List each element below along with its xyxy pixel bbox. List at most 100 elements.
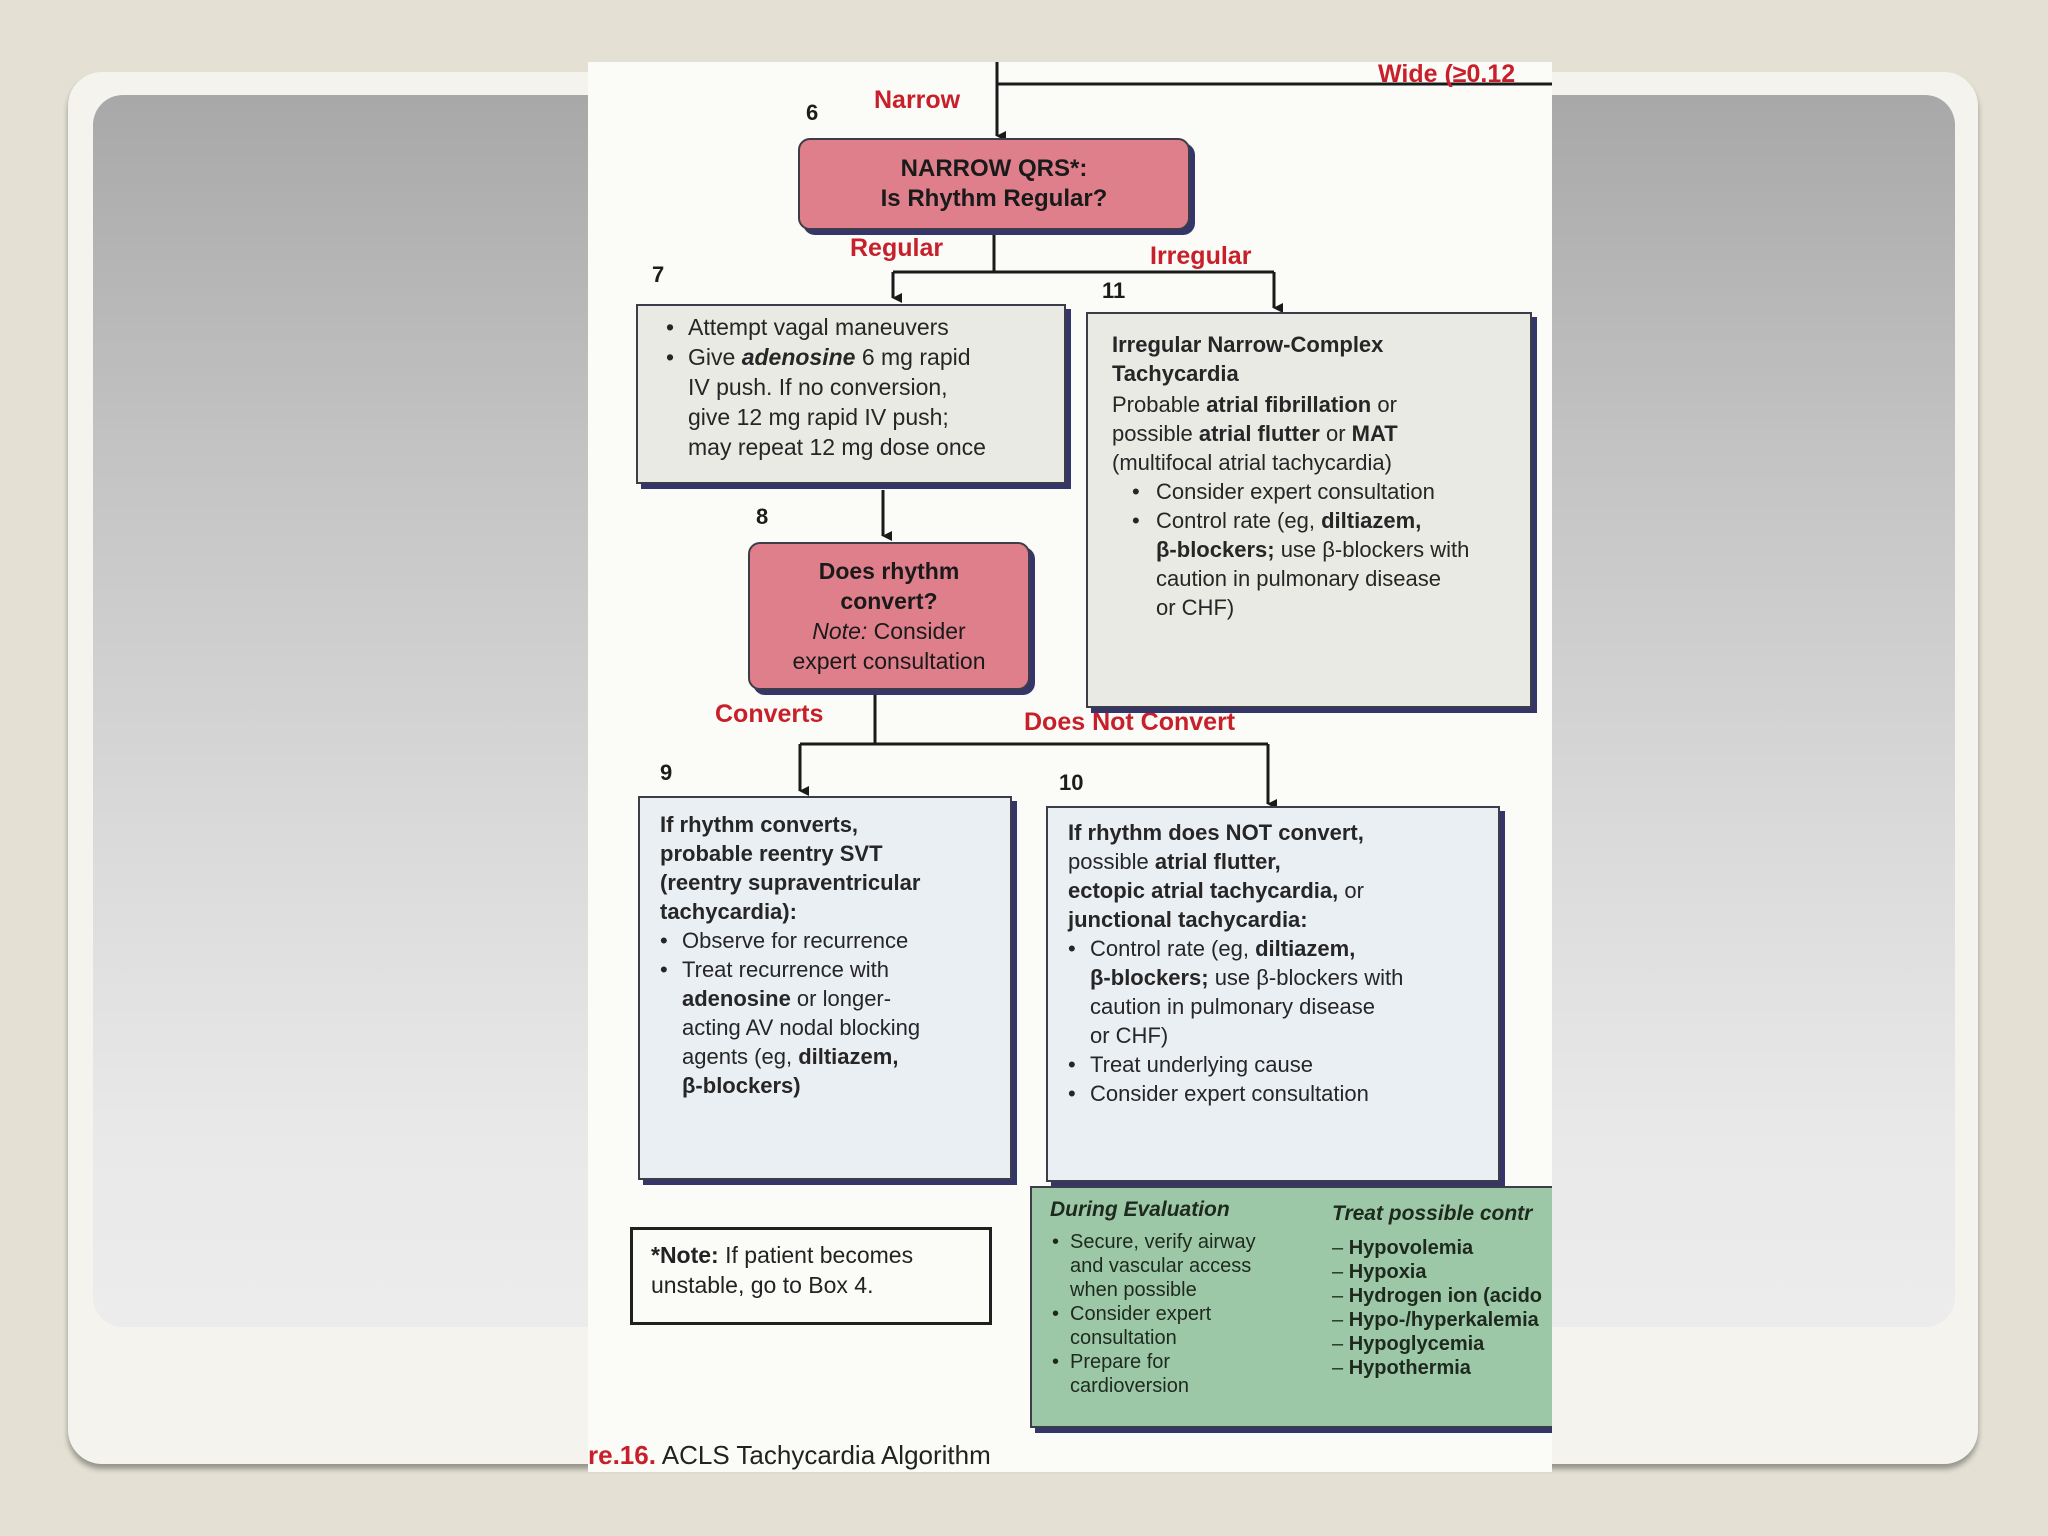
bullet-dot: • — [1132, 508, 1140, 533]
box10-t2-pre: possible — [1068, 849, 1155, 874]
box9-diltiazem: diltiazem, — [798, 1044, 899, 1069]
bullet-dot: • — [1132, 479, 1140, 504]
box6-line2: Is Rhythm Regular? — [880, 185, 1108, 212]
box10-atrial-flutter: atrial flutter, — [1154, 849, 1281, 874]
note-text2: unstable, go to Box 4. — [651, 1272, 874, 1298]
box11-l3-post: or — [1371, 392, 1397, 417]
box9-t4: tachycardia): — [660, 899, 797, 924]
box11-title2: Tachycardia — [1112, 361, 1239, 386]
box-number-11: 11 — [1102, 278, 1126, 303]
box11-irregular-narrow-complex: Irregular Narrow-Complex Tachycardia Pro… — [1086, 312, 1532, 708]
box7-line3: IV push. If no conversion, — [688, 374, 948, 400]
branch-label-does-not-convert: Does Not Convert — [1024, 708, 1236, 736]
box9-t1: If rhythm converts, — [660, 812, 859, 837]
dash-mark: – — [1332, 1333, 1349, 1355]
box11-title1: Irregular Narrow-Complex — [1112, 332, 1384, 357]
box-number-10: 10 — [1059, 770, 1084, 795]
box11-l4-mid: or — [1319, 421, 1352, 446]
box-number-6: 6 — [806, 100, 819, 125]
eval-i3b: cardioversion — [1070, 1375, 1189, 1397]
box9-rhythm-converts: If rhythm converts, probable reentry SVT… — [638, 796, 1012, 1180]
box10-beta-blockers: β-blockers; — [1090, 965, 1209, 990]
bullet-dot: • — [1068, 1081, 1076, 1106]
branch-label-converts: Converts — [715, 700, 824, 728]
box10-diltiazem: diltiazem, — [1255, 936, 1356, 961]
box6-narrow-qrs-decision: NARROW QRS*: Is Rhythm Regular? — [798, 138, 1190, 230]
unstable-patient-note: *Note: If patient becomes unstable, go t… — [630, 1227, 992, 1325]
treat-item: Hypoxia — [1348, 1261, 1427, 1283]
box11-l5: (multifocal atrial tachycardia) — [1112, 450, 1392, 475]
box11-b4: caution in pulmonary disease — [1156, 566, 1441, 591]
box9-bullet1: Observe for recurrence — [682, 928, 909, 953]
box8-line4: expert consultation — [792, 648, 986, 674]
box9-l10: β-blockers) — [682, 1073, 801, 1098]
box-number-9: 9 — [660, 760, 673, 785]
box-number-7: 7 — [652, 262, 665, 287]
branch-label-narrow: Narrow — [874, 86, 961, 114]
dash-mark: – — [1332, 1285, 1349, 1307]
box10-b2-post: use β-blockers with — [1208, 965, 1404, 990]
eval-i2b: consultation — [1070, 1327, 1177, 1349]
box10-bullet3: Consider expert consultation — [1090, 1081, 1369, 1106]
box11-bullet1: Consider expert consultation — [1156, 479, 1435, 504]
flow-connectors — [798, 62, 1552, 809]
box9-bullet2: Treat recurrence with — [682, 957, 890, 982]
box11-b2-pre: Control rate (eg, — [1156, 508, 1322, 533]
box11-b3-post: use β-blockers with — [1274, 537, 1470, 562]
box10-b4: or CHF) — [1090, 1023, 1169, 1048]
box8-note-label: Note: — [812, 618, 868, 644]
bullet-dot: • — [666, 314, 675, 340]
bullet-dot: • — [666, 344, 675, 370]
eval-i1a: Secure, verify airway — [1070, 1231, 1256, 1253]
box7-line4: give 12 mg rapid IV push; — [688, 404, 949, 430]
evaluation-box: During Evaluation •Secure, verify airway… — [1030, 1186, 1552, 1428]
treat-item: Hydrogen ion (acido — [1348, 1285, 1543, 1307]
note-text1: If patient becomes — [718, 1242, 914, 1268]
box8-note-text: Consider — [867, 618, 966, 644]
box10-b3: caution in pulmonary disease — [1090, 994, 1375, 1019]
evaluation-column: During Evaluation •Secure, verify airway… — [1050, 1198, 1310, 1398]
box9-l9-pre: agents (eg, — [682, 1044, 799, 1069]
box9-t3: (reentry supraventricular — [660, 870, 921, 895]
branch-label-wide: Wide (≥0.12 — [1378, 62, 1516, 88]
box7-item1: Attempt vagal maneuvers — [688, 314, 949, 340]
bullet-dot: • — [1052, 1351, 1060, 1373]
bullet-dot: • — [1068, 1052, 1076, 1077]
treat-causes-column: Treat possible contr – Hypovolemia – Hyp… — [1332, 1202, 1552, 1380]
box11-atrial-fibrillation: atrial fibrillation — [1206, 392, 1372, 417]
eval-i3a: Prepare for — [1070, 1351, 1171, 1373]
note-label: *Note: — [651, 1242, 719, 1268]
box11-atrial-flutter: atrial flutter — [1198, 421, 1320, 446]
treat-heading: Treat possible contr — [1332, 1202, 1533, 1225]
eval-i2a: Consider expert — [1070, 1303, 1212, 1325]
box11-b5: or CHF) — [1156, 595, 1235, 620]
box9-l7-post: or longer- — [790, 986, 892, 1011]
branch-label-regular: Regular — [850, 234, 944, 262]
box-number-8: 8 — [756, 504, 769, 529]
box10-ectopic: ectopic atrial tachycardia, — [1068, 878, 1339, 903]
box7-item2-post: 6 mg rapid — [855, 344, 971, 370]
treat-item: Hypovolemia — [1348, 1237, 1474, 1259]
eval-i1b: and vascular access — [1070, 1255, 1252, 1277]
box11-l3-pre: Probable — [1112, 392, 1207, 417]
dash-mark: – — [1332, 1309, 1349, 1331]
box10-bullet2: Treat underlying cause — [1090, 1052, 1313, 1077]
dash-mark: – — [1332, 1237, 1349, 1259]
box8-does-rhythm-convert: Does rhythm convert? Note: Consider expe… — [748, 542, 1030, 690]
algorithm-page-scan: Narrow Wide (≥0.12 Regular Irregular Con… — [588, 62, 1552, 1472]
box11-l4-pre: possible — [1112, 421, 1199, 446]
box11-mat: MAT — [1351, 421, 1398, 446]
bullet-dot: • — [1052, 1303, 1060, 1325]
bullet-dot: • — [660, 928, 668, 953]
box10-rhythm-does-not-convert: If rhythm does NOT convert, possible atr… — [1046, 806, 1500, 1182]
dash-mark: – — [1332, 1261, 1349, 1283]
box11-beta-blockers: β-blockers; — [1156, 537, 1275, 562]
box10-t4: junctional tachycardia: — [1068, 907, 1308, 932]
box8-line1: Does rhythm — [818, 558, 960, 584]
box7-item2-pre: Give — [688, 344, 742, 370]
bullet-dot: • — [1068, 936, 1076, 961]
box7-line5: may repeat 12 mg dose once — [688, 434, 986, 460]
bullet-dot: • — [660, 957, 668, 982]
box8-line2: convert? — [840, 588, 938, 614]
box9-t2: probable reentry SVT — [660, 841, 883, 866]
